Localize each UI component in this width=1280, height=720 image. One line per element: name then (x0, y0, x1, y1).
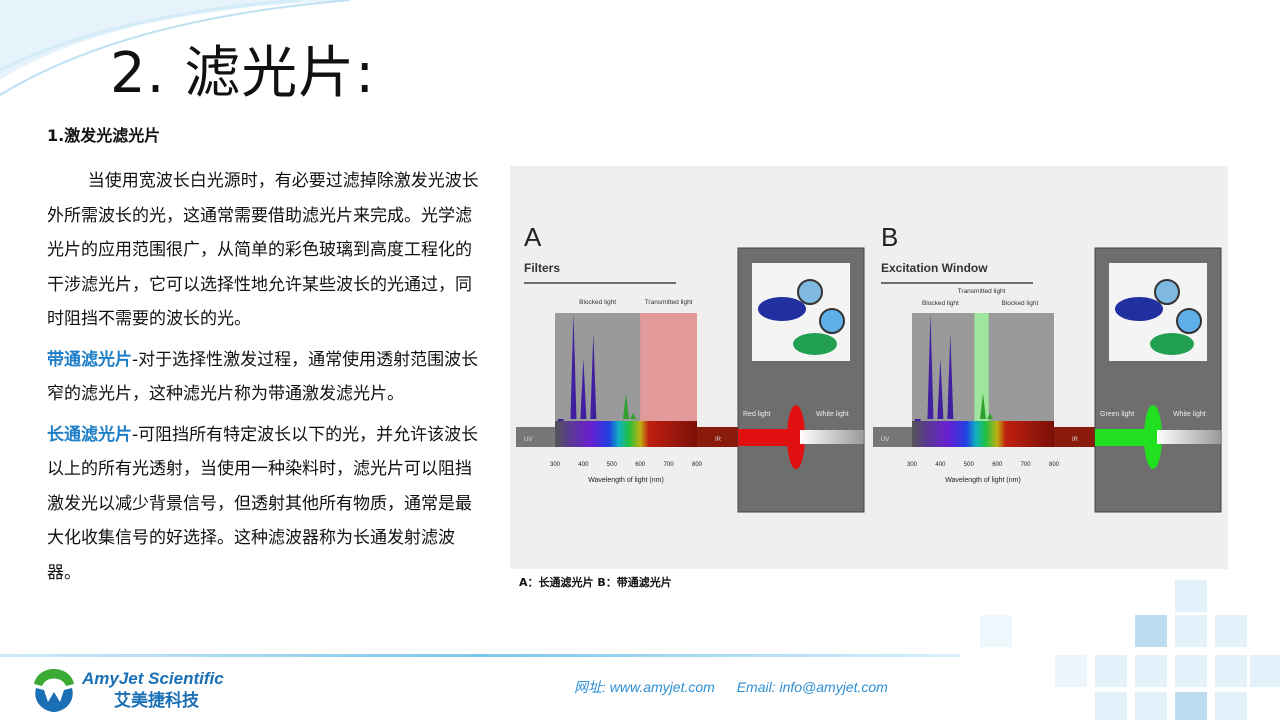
company-logo: AmyJet Scientific 艾美捷科技 (30, 662, 260, 718)
transmitted-region (640, 313, 697, 427)
blocked-label: Blocked light (922, 300, 959, 307)
decorative-wave (0, 0, 360, 96)
uv-bar (873, 427, 912, 447)
emission-peak (580, 358, 587, 419)
emission-peak (570, 313, 577, 419)
blocked-label: Blocked light (1001, 300, 1038, 307)
bandpass-text: -对于选择性激发过程，通常使用透射范围波长窄的滤光片，这种滤光片称为带通激发滤光… (47, 349, 479, 405)
green-shadow (793, 333, 837, 355)
filter-lens (797, 279, 823, 305)
uv-label: UV (524, 437, 532, 443)
transmitted-label: Transmitted light (958, 288, 1006, 295)
white-beam (1157, 430, 1221, 444)
blue-shadow (758, 297, 806, 321)
longpass-text: -可阻挡所有特定波长以下的光，并允许该波长以上的所有光透射，当使用一种染料时，滤… (47, 424, 479, 583)
footer-divider (0, 654, 960, 657)
input-light-label: White light (816, 411, 849, 418)
output-light-label: Red light (743, 411, 771, 418)
panel-letter: A (524, 222, 542, 252)
email-link[interactable]: Email: info@amyjet.com (736, 679, 888, 695)
bandpass-term: 带通滤光片 (47, 349, 132, 370)
slide-title: 2. 滤光片: (110, 41, 376, 106)
panel-heading: Excitation Window (881, 261, 988, 275)
tick-label: 300 (550, 462, 561, 468)
website-link[interactable]: 网址: www.amyjet.com (574, 679, 715, 695)
decorative-tiles (980, 580, 1280, 720)
emission-peak (980, 393, 986, 419)
intro-paragraph: 当使用宽波长白光源时，有必要过滤掉除激发光波长外所需波长的光，这通常需要借助滤光… (47, 171, 479, 329)
filter-lens (1154, 279, 1180, 305)
emission-peak (937, 358, 944, 419)
ir-label: IR (715, 437, 722, 443)
blue-shadow (1115, 297, 1163, 321)
panel-heading: Filters (524, 261, 560, 275)
tick-label: 500 (607, 462, 618, 468)
output-beam (738, 429, 796, 446)
body-text: 当使用宽波长白光源时，有必要过滤掉除激发光波长外所需波长的光，这通常需要借助滤光… (47, 164, 487, 596)
blocked-label: Blocked light (579, 299, 616, 306)
tick-label: 600 (635, 462, 646, 468)
tick-label: 800 (692, 462, 703, 468)
tick-label: 400 (578, 462, 589, 468)
tick-label: 500 (964, 462, 975, 468)
uv-bar (516, 427, 555, 447)
bandpass-paragraph: 带通滤光片-对于选择性激发过程，通常使用透射范围波长窄的滤光片，这种滤光片称为带… (47, 343, 487, 412)
transmitted-label: Transmitted light (645, 299, 693, 306)
filter-lens (1176, 308, 1202, 334)
transmitted-region (974, 313, 989, 427)
emission-peak (947, 333, 954, 419)
ir-bar (1054, 427, 1095, 447)
tick-label: 300 (907, 462, 918, 468)
tick-label: 400 (935, 462, 946, 468)
spectrum-bar (912, 421, 1054, 447)
axis-label: Wavelength of light (nm) (945, 477, 1021, 484)
filter-disc (787, 405, 805, 469)
ir-label: IR (1072, 437, 1079, 443)
longpass-term: 长通滤光片 (47, 424, 132, 445)
filter-lens (819, 308, 845, 334)
white-beam (800, 430, 864, 444)
filter-disc (1144, 405, 1162, 469)
emission-peak (623, 393, 629, 419)
emission-peak (987, 413, 994, 419)
section-heading: 1.激发光滤光片 (47, 126, 161, 145)
spectrum-bar (555, 421, 697, 447)
output-light-label: Green light (1100, 411, 1134, 418)
emission-peak (590, 333, 597, 419)
brand-english: AmyJet Scientific (81, 669, 224, 688)
tick-label: 700 (1021, 462, 1032, 468)
tick-label: 800 (1049, 462, 1060, 468)
input-light-label: White light (1173, 411, 1206, 418)
figure-caption: A：长通滤光片 B：带通滤光片 (519, 576, 672, 589)
uv-label: UV (881, 437, 889, 443)
emission-peak (630, 413, 637, 419)
brand-chinese: 艾美捷科技 (114, 690, 200, 711)
green-shadow (1150, 333, 1194, 355)
emission-peak (927, 313, 934, 419)
output-beam (1095, 429, 1153, 446)
panel-letter: B (881, 222, 898, 252)
tick-label: 600 (992, 462, 1003, 468)
axis-label: Wavelength of light (nm) (588, 477, 664, 484)
longpass-paragraph: 长通滤光片-可阻挡所有特定波长以下的光，并允许该波长以上的所有光透射，当使用一种… (47, 418, 487, 591)
tick-label: 700 (664, 462, 675, 468)
contact-info: 网址: www.amyjet.com Email: info@amyjet.co… (574, 677, 906, 697)
ir-bar (697, 427, 738, 447)
